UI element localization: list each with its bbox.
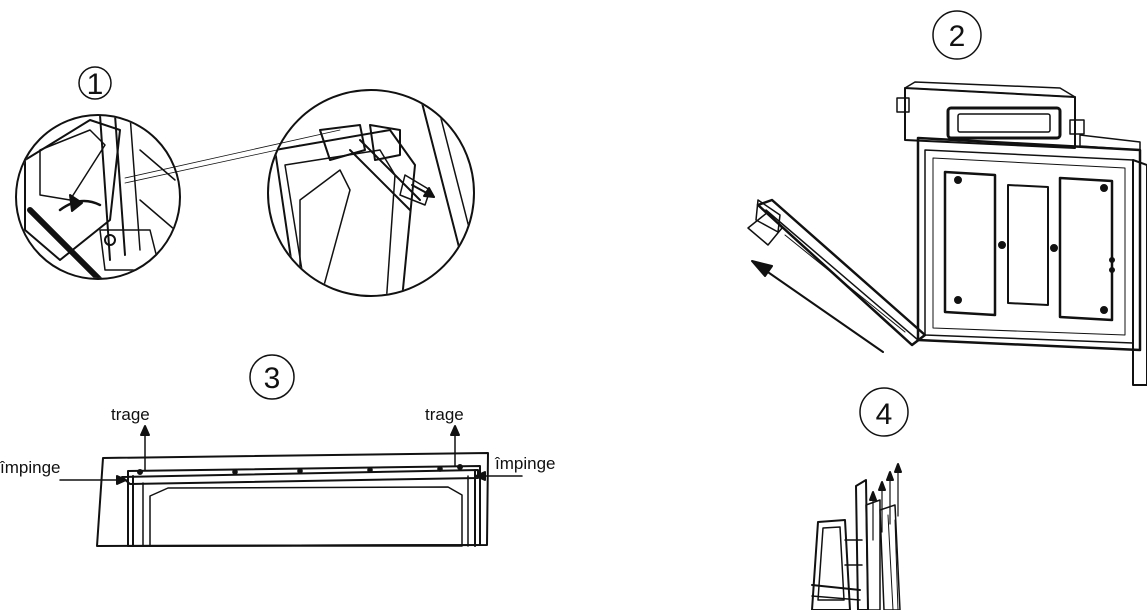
step-4-number: 4 bbox=[876, 398, 893, 431]
leader-line bbox=[124, 129, 341, 179]
label-pull-left: trage bbox=[111, 405, 150, 424]
step-1-number-circle bbox=[78, 66, 112, 100]
step-3-number: 3 bbox=[264, 362, 281, 395]
step-2-group: 2 bbox=[747, 10, 1147, 386]
door-lift-view bbox=[811, 479, 901, 610]
door-top-section bbox=[96, 452, 489, 547]
step-2-number-circle bbox=[932, 10, 982, 60]
label-pull-right: trage bbox=[425, 405, 464, 424]
step-3-number-circle bbox=[249, 354, 295, 400]
oven-isometric bbox=[747, 81, 1147, 386]
hinge-closeup-right bbox=[267, 89, 475, 297]
pull-arrow-shaft bbox=[761, 267, 884, 353]
label-push-left: împinge bbox=[0, 458, 60, 477]
step-3-group: 3 trage trage împinge bbox=[0, 354, 555, 547]
pull-arrow-head bbox=[751, 260, 773, 277]
step-4-number-circle bbox=[859, 387, 909, 437]
step-1-group: 1 bbox=[15, 66, 475, 297]
step-2-number: 2 bbox=[949, 20, 966, 53]
step-1-number: 1 bbox=[87, 68, 104, 101]
label-push-right: împinge bbox=[494, 454, 555, 473]
hinge-closeup-left bbox=[15, 114, 181, 280]
step-4-group: 4 bbox=[811, 387, 909, 610]
